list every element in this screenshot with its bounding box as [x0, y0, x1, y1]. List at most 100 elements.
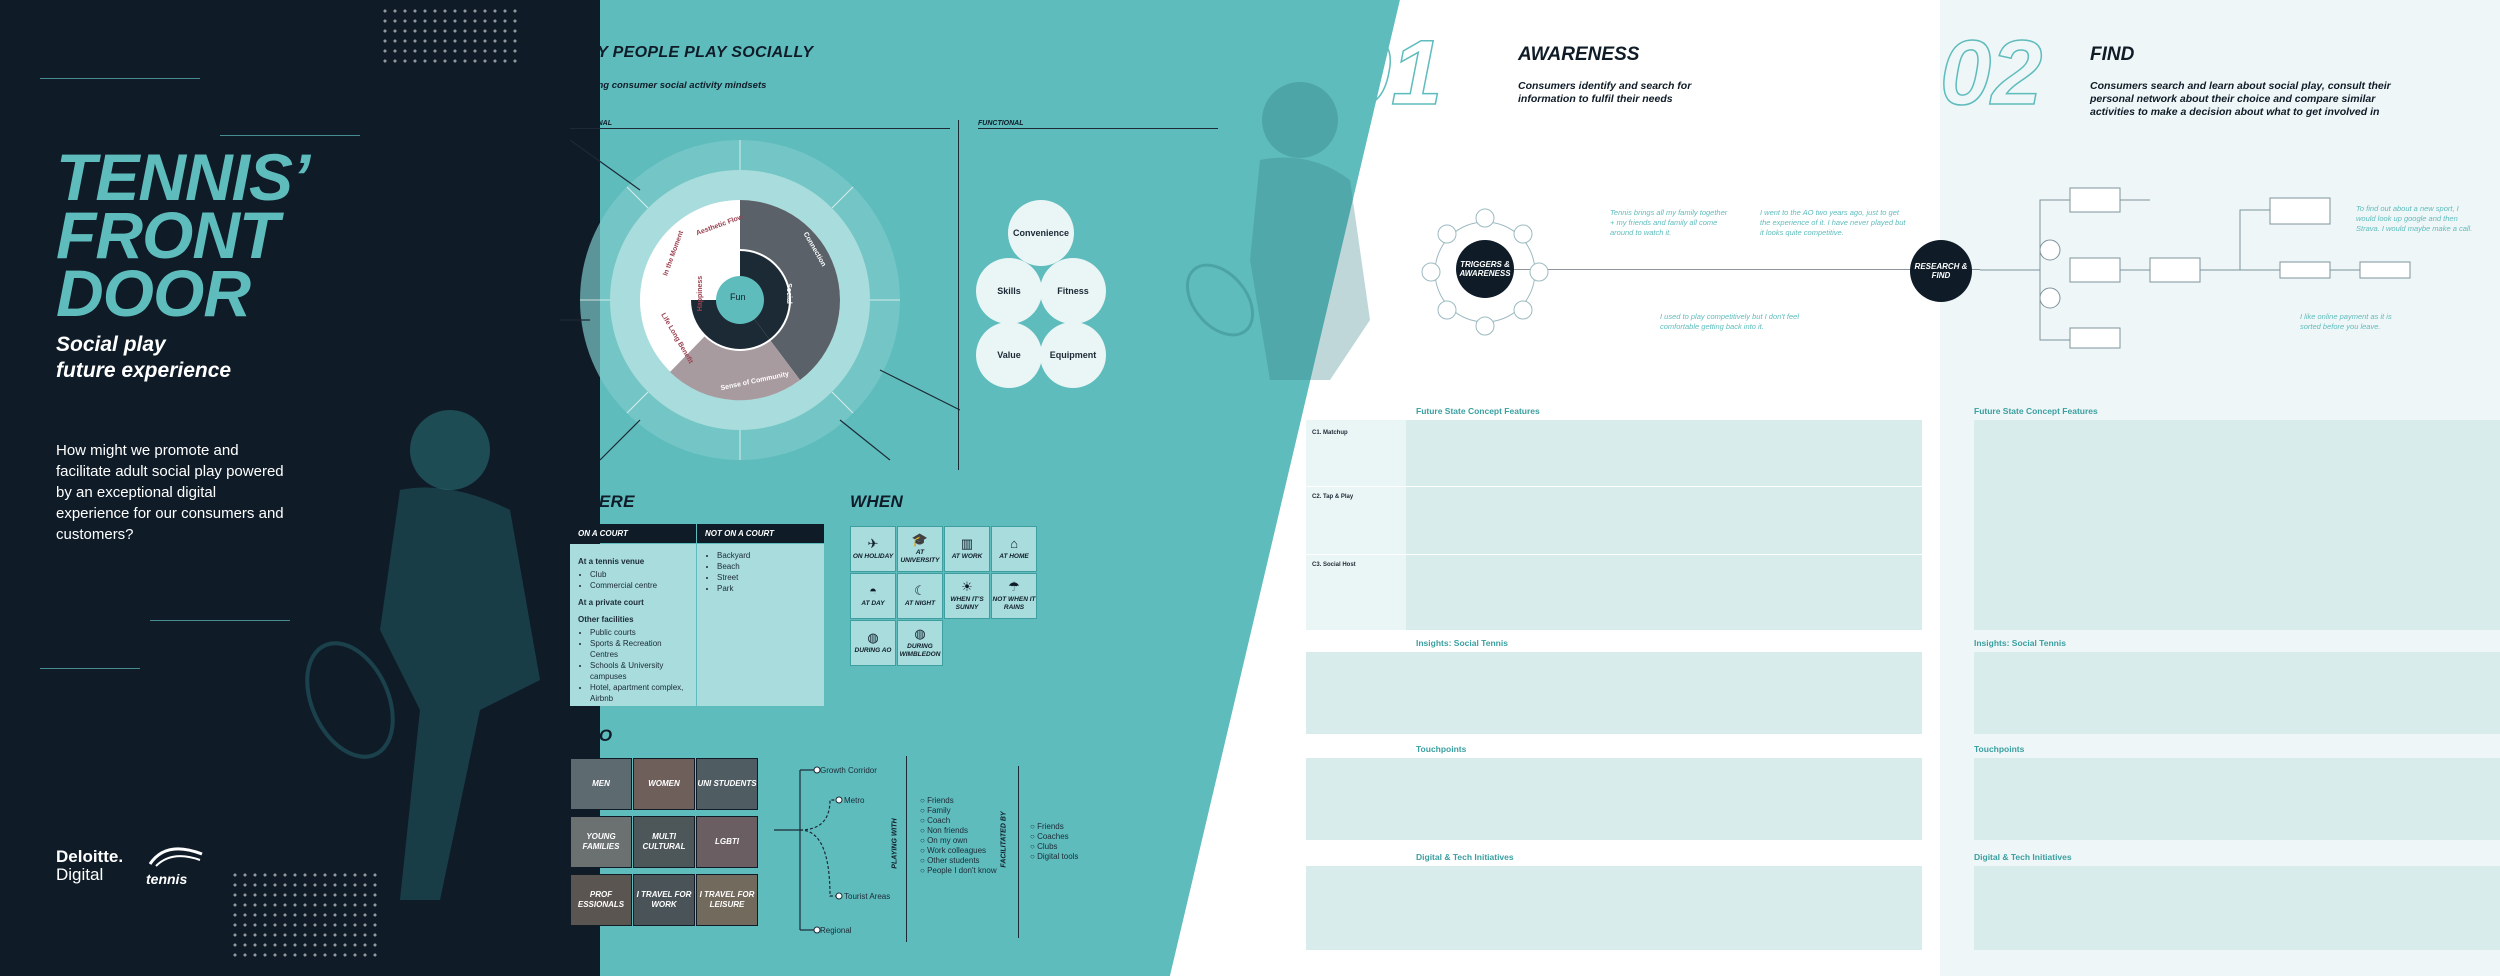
facilitated-by-text: Friends	[1037, 822, 1064, 831]
where-item: Park	[717, 583, 816, 594]
functional-convenience: Convenience	[1008, 200, 1074, 266]
functional-equipment: Equipment	[1040, 322, 1106, 388]
emotional-label: EMOTIONAL	[570, 120, 612, 127]
awareness-title: AWARENESS	[1518, 44, 1640, 65]
touchpoints-band	[1306, 758, 1922, 840]
moon-icon: ☾	[914, 583, 926, 598]
future-state-heading-find: Future State Concept Features	[1974, 406, 2098, 416]
who-professionals: PROF ESSIONALS	[570, 874, 632, 926]
where-title: WHERE	[570, 492, 635, 511]
mindset-wheel	[560, 139, 960, 461]
digital-heading: Digital & Tech Initiatives	[1416, 852, 1514, 862]
facilitated-by-item: ○ Coaches	[1030, 832, 1069, 841]
touchpoints-band-find	[1974, 758, 2500, 840]
playing-with-item: ○ People I don't know	[920, 866, 997, 875]
concept-column	[1306, 420, 1406, 630]
tennis-ball-icon: ◍	[914, 626, 926, 641]
insights-band	[1306, 652, 1922, 734]
wheel-center-label: Fun	[730, 292, 746, 302]
when-cell-sunny: ☀WHEN IT'S SUNNY	[944, 573, 990, 619]
home-icon: ⌂	[1010, 536, 1018, 551]
when-grid: ✈ON HOLIDAY 🎓AT UNIVERSITY ▥AT WORK ⌂AT …	[850, 526, 1040, 706]
concept-label: C1. Matchup	[1312, 430, 1348, 436]
playing-with-text: Other students	[927, 856, 980, 865]
hero-title: TENNIS’ FRONT DOOR	[56, 144, 376, 330]
where-group-heading: At a tennis venue	[578, 557, 645, 566]
awareness-quote: Tennis brings all my family together + m…	[1610, 208, 1728, 237]
insights-heading: Insights: Social Tennis	[1416, 638, 1508, 648]
who-travel-leisure: I TRAVEL FOR LEISURE	[696, 874, 758, 926]
why-subtitle: Mapping consumer social activity mindset…	[570, 80, 767, 91]
playing-with-item: ○ Other students	[920, 856, 980, 865]
when-label: AT HOME	[999, 553, 1029, 560]
playing-with-text: On my own	[927, 836, 968, 845]
emotional-rule	[570, 128, 950, 129]
touchpoints-heading: Touchpoints	[1416, 744, 1467, 754]
playing-with-rule	[906, 756, 907, 942]
who-title: WHO	[570, 726, 613, 745]
when-cell-university: 🎓AT UNIVERSITY	[897, 526, 943, 572]
where-col1-head: ON A COURT	[570, 524, 696, 543]
hero-subtitle-line: Social play	[56, 333, 166, 356]
sunrise-icon: ◓	[869, 583, 877, 598]
awareness-number: 01	[1339, 22, 1443, 124]
when-label: AT WORK	[951, 553, 983, 560]
facilitated-by-list: ○ Friends ○ Coaches ○ Clubs ○ Digital to…	[1030, 822, 1078, 862]
playing-with-item: ○ Work colleagues	[920, 846, 987, 855]
where-table: ON A COURT NOT ON A COURT At a tennis ve…	[570, 524, 824, 706]
functional-value: Value	[976, 322, 1042, 388]
dot-pattern-bottom	[230, 870, 380, 960]
when-label: AT DAY	[861, 600, 885, 607]
sun-icon: ☀	[961, 579, 973, 594]
where-item: Hotel, apartment complex, Airbnb	[590, 682, 688, 704]
divider	[40, 78, 200, 79]
location-growth-corridor: Growth Corridor	[820, 766, 877, 775]
where-item: Commercial centre	[590, 580, 688, 591]
hero-subtitle: Social play future experience	[56, 332, 376, 384]
digital-band-find	[1974, 866, 2500, 950]
who-grid: MEN WOMEN UNI STUDENTS YOUNG FAMILIES MU…	[570, 758, 760, 938]
location-tourist-areas: Tourist Areas	[844, 892, 891, 901]
who-travel-work: I TRAVEL FOR WORK	[633, 874, 695, 926]
find-quote: I like online payment as it is sorted be…	[2300, 312, 2392, 331]
graduation-cap-icon: 🎓	[911, 532, 929, 547]
trigger-ring	[1421, 208, 1549, 336]
where-item: Public courts	[590, 627, 688, 638]
where-item: Backyard	[717, 550, 816, 561]
who-women: WOMEN	[633, 758, 695, 810]
where-group-heading: At a private court	[578, 598, 644, 607]
office-icon: ▥	[960, 536, 974, 551]
where-col2-body: Backyard Beach Street Park	[697, 544, 824, 706]
digital-band	[1306, 866, 1922, 950]
who-multi-cultural: MULTI CULTURAL	[633, 816, 695, 868]
player-silhouette-left	[305, 410, 540, 900]
playing-with-item: ○ Family	[920, 806, 951, 815]
when-cell-rain: ☂ NOT WHEN IT RAINS	[991, 573, 1037, 619]
playing-with-text: Family	[927, 806, 951, 815]
facilitated-by-item: ○ Clubs	[1030, 842, 1058, 851]
tennis-ball-icon: ◍	[867, 630, 879, 645]
playing-with-text: Non friends	[927, 826, 968, 835]
facilitated-by-text: Clubs	[1037, 842, 1058, 851]
facilitated-by-text: Digital tools	[1037, 852, 1079, 861]
concept-label: C2. Tap & Play	[1312, 494, 1354, 500]
when-title: WHEN	[850, 492, 904, 511]
divider	[150, 620, 290, 621]
facilitated-by-rule	[1018, 766, 1019, 938]
playing-with-item: ○ Coach	[920, 816, 951, 825]
when-label: NOT WHEN IT RAINS	[992, 596, 1036, 611]
playing-with-list: ○ Friends ○ Family ○ Coach ○ Non friends…	[920, 796, 997, 876]
when-cell-wimbledon: ◍DURING WIMBLEDON	[897, 620, 943, 666]
umbrella-icon: ☂	[1008, 579, 1020, 594]
location-regional: Regional	[820, 926, 852, 935]
find-number: 02	[1939, 22, 2043, 124]
playing-with-item: ○ Friends	[920, 796, 954, 805]
playing-with-label: PLAYING WITH	[891, 818, 899, 869]
hero-title-line: DOOR	[56, 256, 251, 330]
hero-subtitle-line: future experience	[56, 359, 232, 382]
why-title: WHY PEOPLE PLAY SOCIALLY	[570, 44, 814, 61]
who-young-families: YOUNG FAMILIES	[570, 816, 632, 868]
playing-with-item: ○ On my own	[920, 836, 968, 845]
playing-with-text: Friends	[927, 796, 954, 805]
divider	[220, 135, 360, 136]
